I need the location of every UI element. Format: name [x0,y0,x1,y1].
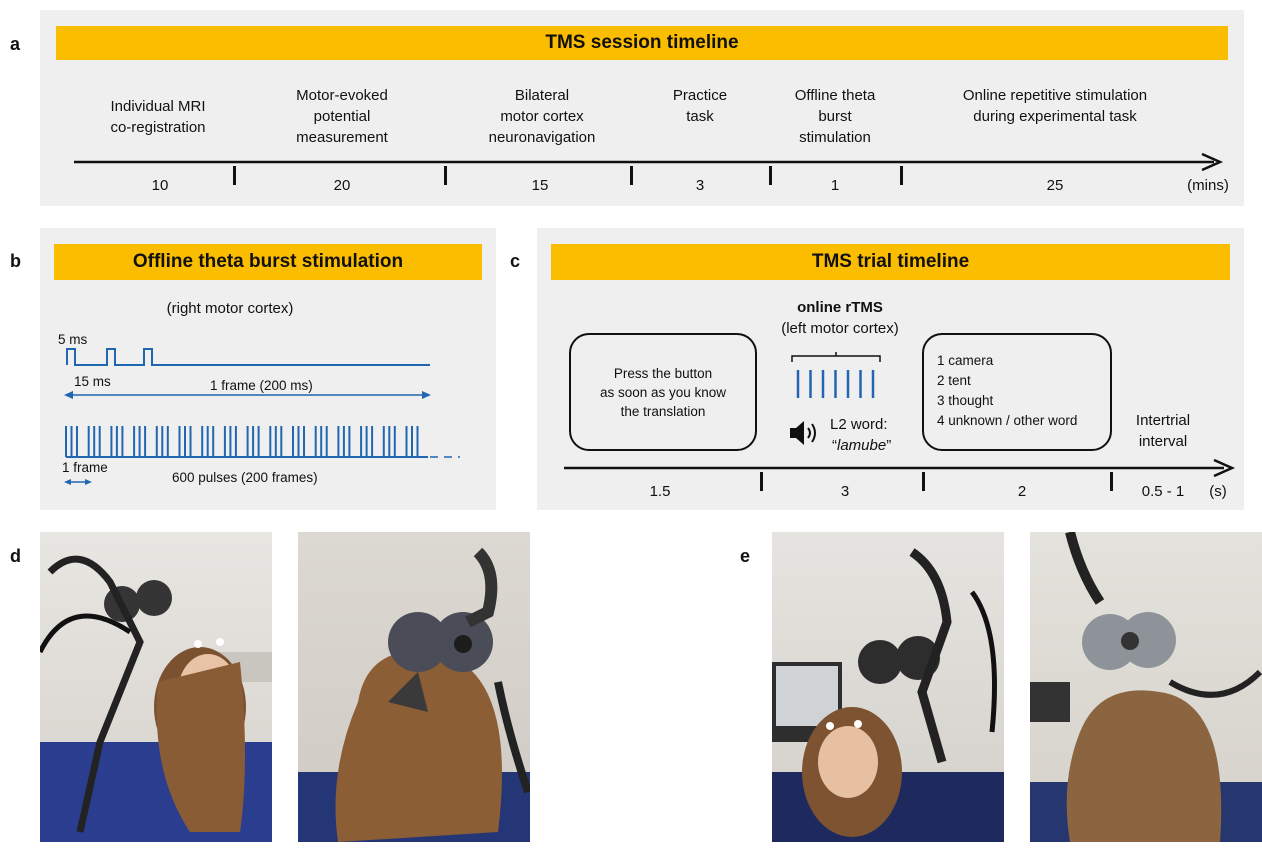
pulse-train [65,426,428,458]
rtms-pulses [791,352,881,398]
panel-label-e: e [740,546,751,566]
photo-back-left-coil [1030,532,1262,842]
session-duration: 25 [1046,177,1064,194]
l2-word-label: L2 word: [830,416,888,433]
trial-duration: 3 [840,483,850,500]
session-timeline-title: TMS session timeline [56,26,1228,60]
panel-label-c: c [510,251,521,271]
response-option: 1 camera [937,353,994,368]
stage-label-neuronavigation: Bilateral motor cortex neuronavigation [488,87,596,146]
session-duration: 3 [695,177,705,194]
rtms-site: (left motor cortex) [781,320,899,337]
trial-tick [922,472,925,491]
trial-tick [1110,472,1113,491]
session-unit: (mins) [1187,177,1229,194]
panel-label-d: d [10,546,21,566]
response-option: 3 thought [937,393,994,408]
frame-duration-label: 1 frame (200 ms) [210,378,313,393]
trial-unit: (s) [1209,483,1227,500]
stage-label-mri: Individual MRI co-registration [110,98,206,136]
stage-label-practice: Practice task [672,87,728,125]
session-tick [233,166,236,185]
session-tick [900,166,903,185]
response-option: 4 unknown / other word [937,413,1078,428]
single-frame-trace [66,348,430,366]
session-timeline-axis [74,152,1224,172]
photo-back-right-coil [298,532,530,842]
session-tick [769,166,772,185]
pulse-interval-label: 15 ms [74,374,111,389]
pulse-width-label: 5 ms [58,332,88,347]
panel-label-a: a [10,34,21,54]
photo-front-left-coil [772,532,1004,842]
session-duration: 15 [531,177,549,194]
session-tick [444,166,447,185]
stage-label-offline-tbs: Offline theta burst stimulation [794,87,876,146]
session-duration: 1 [830,177,840,194]
session-duration: 10 [151,177,169,194]
speaker-icon [790,421,816,445]
single-frame-label: 1 frame [62,460,108,475]
session-duration: 20 [333,177,351,194]
trial-timeline-title: TMS trial timeline [551,244,1230,280]
theta-burst-waveform [64,348,460,485]
instruction-screen: Press the button as soon as you know the… [569,333,757,451]
trial-timeline-axis [564,458,1236,478]
trial-duration: 0.5 - 1 [1141,483,1185,500]
session-tick [630,166,633,185]
total-pulses-label: 600 pulses (200 frames) [172,470,318,485]
stage-label-mep: Motor-evoked potential measurement [296,87,388,146]
response-option: 2 tent [937,373,971,388]
photo-front-right-coil [40,532,272,842]
trial-tick [760,472,763,491]
stage-label-online-rtms: Online repetitive stimulation during exp… [962,87,1148,125]
theta-site-label: (right motor cortex) [166,300,294,317]
rtms-title: online rTMS [797,299,883,316]
theta-burst-title: Offline theta burst stimulation [54,244,482,280]
instruction-text: Press the button as soon as you know the… [599,365,727,419]
response-options-screen: 1 camera 2 tent 3 thought 4 unknown / ot… [922,333,1112,451]
trial-duration: 1.5 [649,483,671,500]
intertrial-interval-label: Intertrial interval [1135,412,1191,450]
panel-label-b: b [10,251,21,271]
trial-duration: 2 [1017,483,1027,500]
l2-word: “lamube” [832,437,892,454]
